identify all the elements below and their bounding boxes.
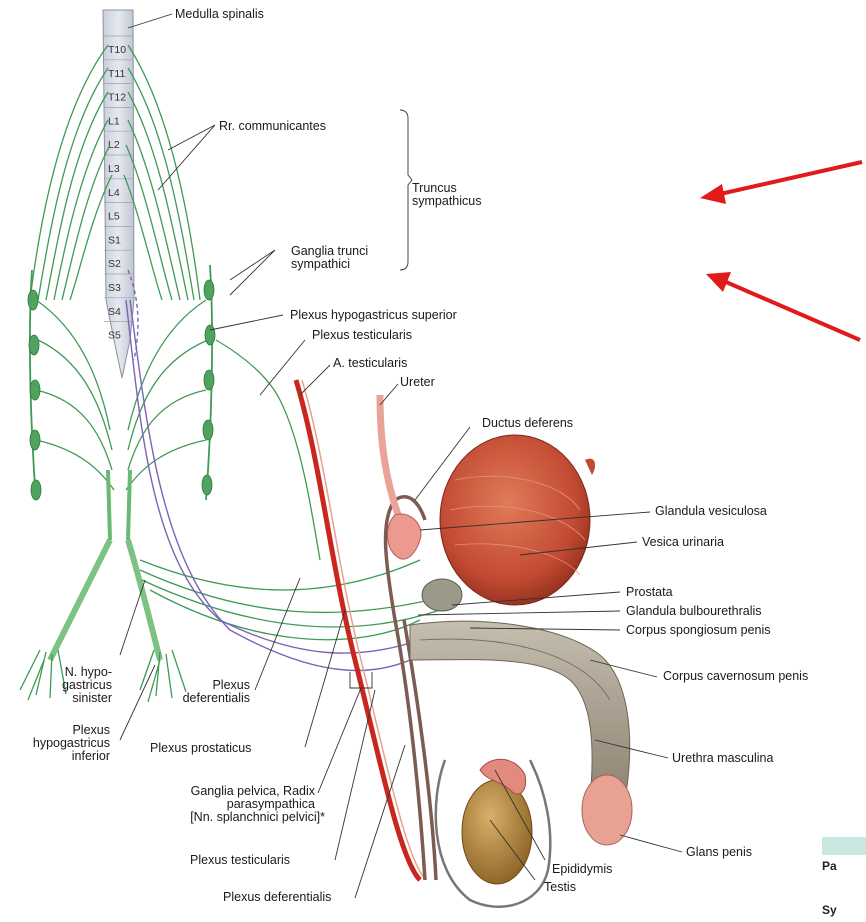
label-plexus-hyp-inf-1: Plexus [10, 723, 110, 737]
label-glans-penis: Glans penis [686, 845, 752, 859]
label-corpus-spongiosum: Corpus spongiosum penis [626, 623, 771, 637]
spinal-segment-s4: S4 [108, 306, 121, 318]
label-truncus-2: sympathicus [412, 194, 481, 208]
label-plexus-prostaticus: Plexus prostaticus [150, 741, 251, 755]
label-vesica-urinaria: Vesica urinaria [642, 535, 724, 549]
label-truncus-1: Truncus [412, 181, 457, 195]
label-plexus-hypogastricus-superior: Plexus hypogastricus superior [290, 308, 457, 322]
spinal-segment-s5: S5 [108, 330, 121, 342]
testis [462, 780, 532, 884]
spinal-segment-l5: L5 [108, 211, 120, 223]
red-arrow-icon [700, 162, 862, 204]
label-ureter: Ureter [400, 375, 435, 389]
label-ganglia-pelvica-1: Ganglia pelvica, Radix [110, 784, 315, 798]
label-ganglia-trunci-1: Ganglia trunci [291, 244, 368, 258]
glandula-vesiculosa [388, 514, 421, 559]
spinal-segment-l4: L4 [108, 187, 120, 199]
label-n-hypogastricus-1: N. hypo- [12, 665, 112, 679]
prostata [422, 579, 462, 611]
label-glandula-bulbourethralis: Glandula bulbourethralis [626, 604, 762, 618]
table-row-2: Sy [822, 903, 866, 917]
label-ganglia-pelvica-3: [Nn. splanchnici pelvici]* [110, 810, 325, 824]
label-ganglia-trunci-2: sympathici [291, 257, 350, 271]
vesica-urinaria [440, 435, 595, 605]
label-plexus-testicularis-bottom: Plexus testicularis [190, 853, 290, 867]
label-a-testicularis: A. testicularis [333, 356, 407, 370]
spinal-segment-l1: L1 [108, 115, 120, 127]
spinal-segment-s1: S1 [108, 234, 121, 246]
label-plexus-testicularis-top: Plexus testicularis [312, 328, 412, 342]
spinal-segment-l3: L3 [108, 163, 120, 175]
label-plexus-deferentialis-1: Plexus [150, 678, 250, 692]
table-header [822, 837, 866, 855]
label-plexus-deferentialis-bottom: Plexus deferentialis [223, 890, 331, 904]
label-n-hypogastricus-2: gastricus [12, 678, 112, 692]
label-urethra-masculina: Urethra masculina [672, 751, 773, 765]
label-medulla-spinalis: Medulla spinalis [175, 7, 264, 21]
label-corpus-cavernosum: Corpus cavernosum penis [663, 669, 808, 683]
glans-penis [582, 775, 632, 845]
label-testis: Testis [544, 880, 576, 894]
spinal-segment-s2: S2 [108, 258, 121, 270]
red-arrow-icon [706, 272, 860, 340]
sympathetic-trunk [20, 45, 440, 702]
spinal-segment-t11: T11 [108, 68, 125, 80]
label-epididymis: Epididymis [552, 862, 612, 876]
table-row-1: Pa [822, 859, 866, 873]
label-plexus-hyp-inf-3: inferior [10, 749, 110, 763]
label-plexus-hyp-inf-2: hypogastricus [10, 736, 110, 750]
label-ductus-deferens: Ductus deferens [482, 416, 573, 430]
label-ganglia-pelvica-2: parasympathica [110, 797, 315, 811]
spinal-segment-t10: T10 [108, 44, 126, 56]
table-fragment: Pa Sy [822, 837, 866, 922]
spinal-segment-s3: S3 [108, 282, 121, 294]
label-prostata: Prostata [626, 585, 673, 599]
ureter [380, 395, 400, 520]
spinal-segment-t12: T12 [108, 92, 126, 104]
label-glandula-vesiculosa: Glandula vesiculosa [655, 504, 767, 518]
label-n-hypogastricus-3: sinister [12, 691, 112, 705]
label-rr-communicantes: Rr. communicantes [219, 119, 326, 133]
label-plexus-deferentialis-2: deferentialis [150, 691, 250, 705]
